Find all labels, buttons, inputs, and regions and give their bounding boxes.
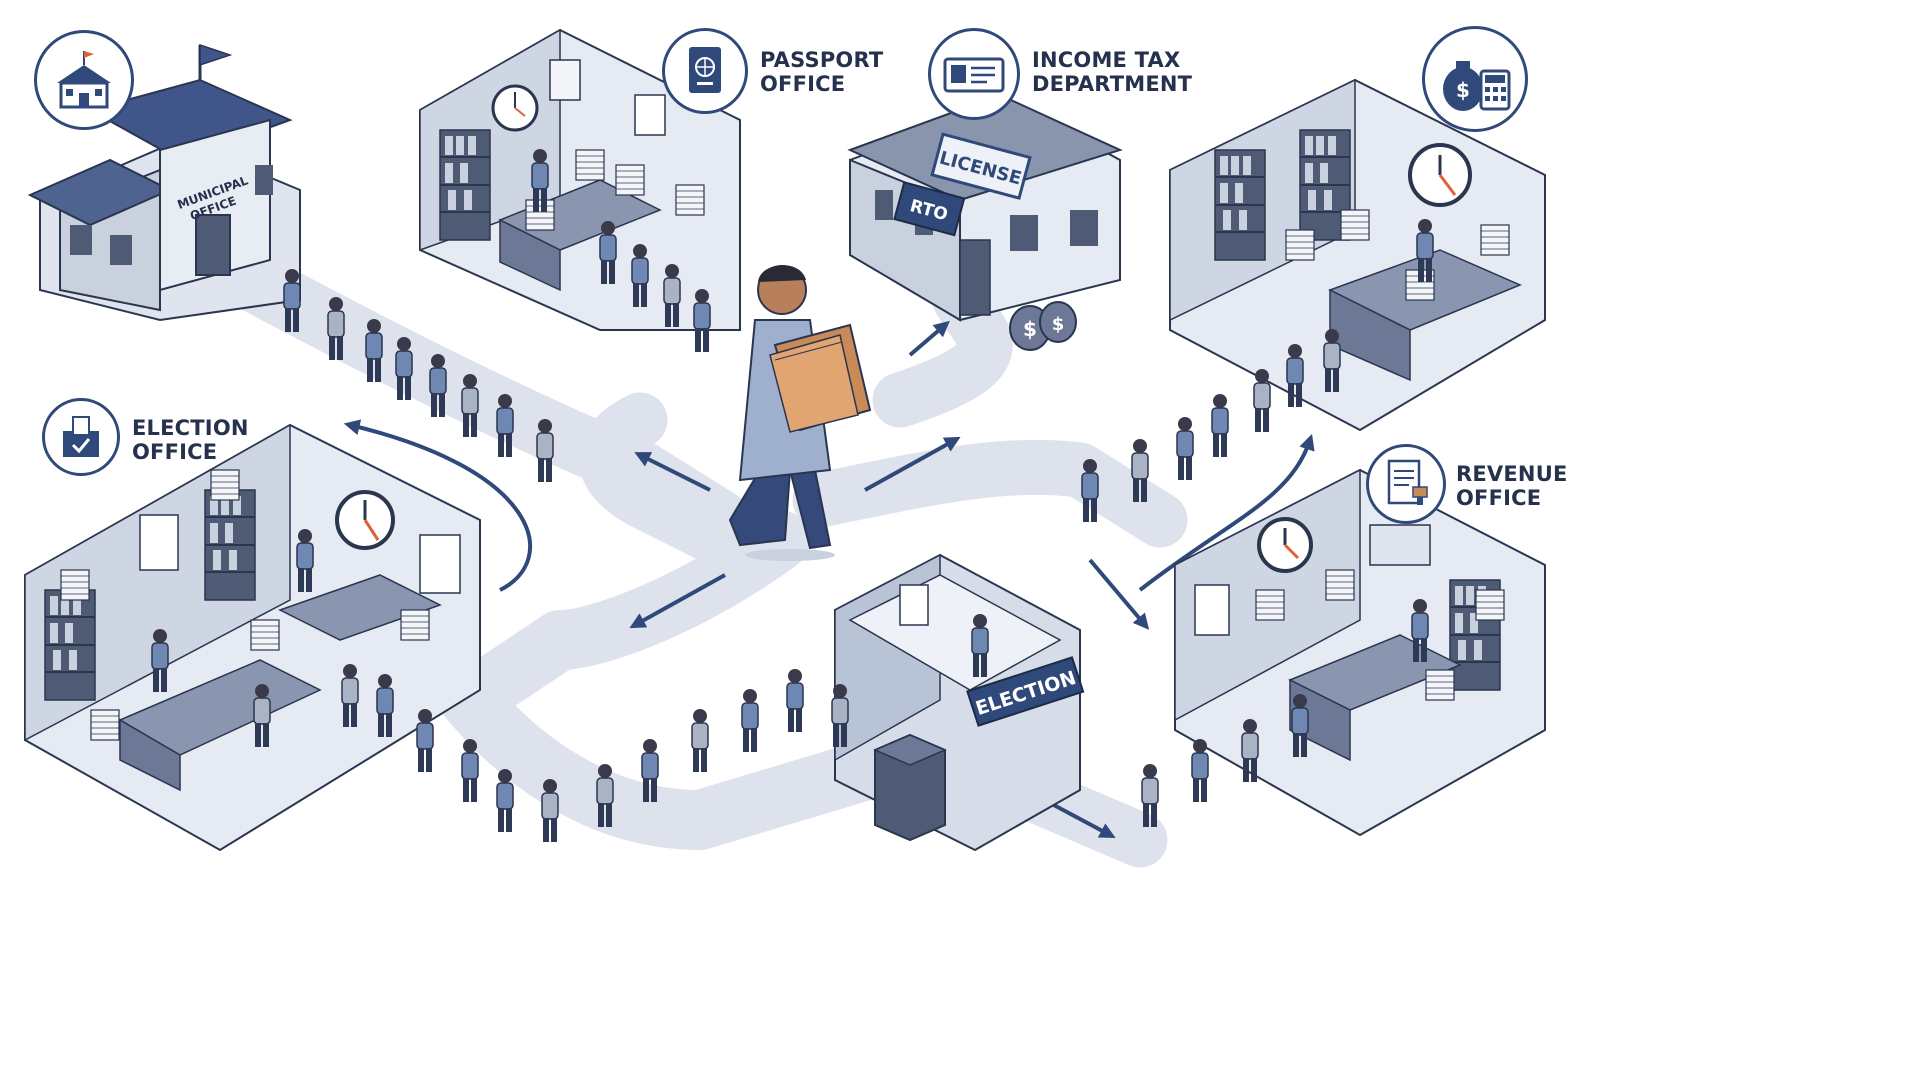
svg-text:$: $ [1456, 78, 1470, 102]
election-booth: ELECTION [834, 553, 1085, 852]
folder-icon [769, 323, 872, 433]
id-card-icon [943, 57, 1005, 93]
tax-office-room [1081, 78, 1546, 523]
arrow-to-revenue-top [1138, 433, 1315, 592]
svg-text:$: $ [1052, 314, 1065, 335]
passport-icon-badge [662, 28, 748, 114]
election-icon-badge [42, 398, 120, 476]
revenue-office-label: REVENUE OFFICE [1456, 462, 1568, 510]
money-bags: $ $ [1009, 301, 1077, 351]
passport-icon [689, 47, 721, 93]
arrow-to-rto [908, 320, 950, 357]
election-office-label: ELECTION OFFICE [132, 416, 249, 464]
bureaucracy-illustration: MUNICIPAL OFFICE [24, 28, 1546, 868]
building-icon [57, 51, 111, 109]
municipal-icon-badge [34, 30, 134, 130]
svg-text:$: $ [1023, 317, 1037, 341]
arrow-to-municipal [343, 419, 533, 592]
election-office-room [24, 423, 481, 852]
arrow-right-up [864, 436, 961, 492]
rto-building: LICENSE RTO $ $ [847, 93, 1123, 351]
passport-office-label: PASSPORT OFFICE [760, 48, 884, 96]
arrow-to-revenue [1088, 558, 1150, 630]
income-tax-label: INCOME TAX DEPARTMENT [1032, 48, 1193, 96]
ballot-box-icon [63, 416, 99, 457]
document-stamp-icon [1387, 459, 1428, 505]
arrow-down-left [629, 573, 726, 629]
money-bag-calculator-icon: $ [1443, 61, 1511, 111]
income-tax-icon-badge [928, 28, 1020, 120]
flow-arrows [343, 320, 1315, 839]
municipal-office-building: MUNICIPAL OFFICE [27, 43, 301, 322]
arrow-to-passport [634, 452, 711, 492]
revenue-office-room [1141, 468, 1546, 837]
revenue-top-icon-badge: $ [1422, 26, 1528, 132]
passport-office-room [419, 28, 741, 353]
revenue-icon-badge [1366, 444, 1446, 524]
man-with-folders [728, 265, 872, 561]
